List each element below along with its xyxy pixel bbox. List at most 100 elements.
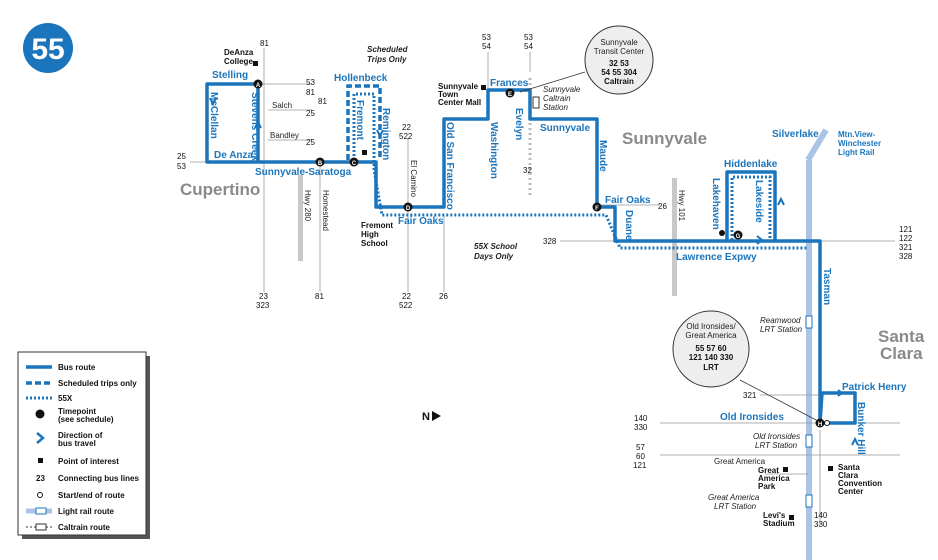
street-stevens-creek: Stevens Creek bbox=[249, 92, 260, 161]
bus-25-left: 25 bbox=[177, 152, 186, 161]
street-homestead: Homestead bbox=[321, 190, 330, 231]
legend-poi-icon bbox=[38, 458, 43, 463]
street-fair-oaks-1: Fair Oaks bbox=[398, 216, 444, 227]
street-fair-oaks-2: Fair Oaks bbox=[605, 195, 651, 206]
street-evelyn: Evelyn bbox=[513, 108, 524, 140]
timepoints: A B C D E F G H bbox=[253, 79, 825, 428]
bus-32: 32 bbox=[523, 166, 532, 175]
poi-caltrain-1: Sunnyvale bbox=[543, 85, 581, 94]
timepoint-a: A bbox=[256, 83, 261, 89]
poi-markers bbox=[253, 61, 833, 520]
bus-121: 121 bbox=[899, 225, 913, 234]
tc-oi-title-1: Old Ironsides/ bbox=[686, 322, 736, 331]
connecting-lines: 81 53 81 81 25 25 25 53 22 522 53 54 53 … bbox=[177, 33, 913, 529]
street-bandley: Bandley bbox=[270, 131, 299, 140]
tc-oi-title-2: Great America bbox=[685, 331, 737, 340]
bus-23: 23 bbox=[259, 292, 268, 301]
street-patrick-henry: Patrick Henry bbox=[842, 382, 907, 393]
light-rail-branch bbox=[805, 128, 829, 162]
bus-140-oi: 140 bbox=[634, 414, 648, 423]
poi-caltrain-2: Caltrain bbox=[543, 94, 571, 103]
street-lawrence-expwy: Lawrence Expwy bbox=[676, 252, 757, 263]
street-sunnyvale-saratoga: Sunnyvale-Saratoga bbox=[255, 167, 352, 178]
legend-light-rail: Light rail route bbox=[58, 507, 115, 516]
bus-321: 321 bbox=[899, 243, 913, 252]
bus-122: 122 bbox=[899, 234, 913, 243]
hwy-280 bbox=[298, 175, 303, 261]
poi-fremont-1: Fremont bbox=[361, 221, 393, 230]
route-badge bbox=[23, 23, 73, 73]
lrt-station-old-ironsides bbox=[805, 434, 813, 448]
tc-sunnyvale-row3: Caltrain bbox=[604, 77, 634, 86]
street-frances: Frances bbox=[490, 78, 529, 89]
street-mcclellan: McClellan bbox=[208, 92, 219, 139]
timepoint-b: B bbox=[318, 161, 323, 167]
bus-25-a: 25 bbox=[306, 109, 315, 118]
poi-caltrain-3: Station bbox=[543, 103, 568, 112]
timepoint-g: G bbox=[736, 234, 741, 240]
timepoint-c: C bbox=[352, 161, 357, 167]
tc-sunnyvale-row2: 54 55 304 bbox=[601, 68, 637, 77]
bus-26: 26 bbox=[658, 202, 667, 211]
bus-330-oi: 330 bbox=[634, 423, 648, 432]
legend-timepoint-1: Timepoint bbox=[58, 407, 96, 416]
bus-522-top: 522 bbox=[399, 132, 413, 141]
legend-direction-2: bus travel bbox=[58, 439, 96, 448]
direction-arrow bbox=[851, 436, 859, 446]
direction-arrow bbox=[254, 119, 262, 129]
bus-53-a: 53 bbox=[306, 78, 315, 87]
poi-marker bbox=[362, 150, 367, 155]
bus-328-right: 328 bbox=[899, 252, 913, 261]
route-number: 55 bbox=[31, 33, 64, 66]
lrt-station-great-america bbox=[805, 494, 813, 508]
bus-53-f1: 53 bbox=[482, 33, 491, 42]
bus-60: 60 bbox=[636, 452, 645, 461]
tc-sunnyvale-title-1: Sunnyvale bbox=[600, 38, 638, 47]
bus-25-b: 25 bbox=[306, 138, 315, 147]
bus-22-top: 22 bbox=[402, 123, 411, 132]
legend-poi: Point of interest bbox=[58, 457, 119, 466]
lrt-stations bbox=[805, 315, 813, 508]
street-lakehaven: Lakehaven bbox=[710, 178, 721, 230]
poi-ga-lrt-2: LRT Station bbox=[714, 502, 757, 511]
note-55x-2: Days Only bbox=[474, 252, 514, 261]
legend-55x: 55X bbox=[58, 394, 73, 403]
street-tasman: Tasman bbox=[821, 268, 832, 305]
legend-timepoint-2: (see schedule) bbox=[58, 415, 114, 424]
legend-conn: Connecting bus lines bbox=[58, 474, 139, 483]
city-cupertino: Cupertino bbox=[180, 180, 260, 199]
city-sunnyvale: Sunnyvale bbox=[622, 129, 707, 148]
poi-sc-cc-2: Clara bbox=[838, 471, 859, 480]
legend-caltrain: Caltrain route bbox=[58, 523, 111, 532]
legend-start-end-icon bbox=[37, 492, 43, 498]
poi-ga-lrt-1: Great America bbox=[708, 493, 760, 502]
direction-arrow bbox=[376, 129, 384, 139]
street-salch: Salch bbox=[272, 101, 292, 110]
poi-mtview-2: Winchester bbox=[838, 139, 881, 148]
poi-fremont-2: High bbox=[361, 230, 379, 239]
timepoint-h: H bbox=[818, 422, 822, 428]
city-santa-clara-2: Clara bbox=[880, 344, 923, 363]
minor-streets bbox=[190, 48, 900, 525]
bus-57: 57 bbox=[636, 443, 645, 452]
north-arrow: N bbox=[422, 411, 441, 423]
bus-328: 328 bbox=[543, 237, 557, 246]
poi-mall-3: Center Mall bbox=[438, 98, 481, 107]
street-remington: Remington bbox=[380, 108, 391, 160]
bus-522-bot: 522 bbox=[399, 301, 413, 310]
poi-sc-cc-4: Center bbox=[838, 487, 863, 496]
poi-mall-1: Sunnyvale bbox=[438, 82, 479, 91]
sunnyvale-transit-center: Sunnyvale Transit Center 32 53 54 55 304… bbox=[519, 25, 654, 95]
poi-mtview-3: Light Rail bbox=[838, 148, 874, 157]
street-stelling: Stelling bbox=[212, 70, 248, 81]
street-hollenbeck: Hollenbeck bbox=[334, 73, 388, 84]
bus-323: 323 bbox=[256, 301, 270, 310]
legend-caltrain-station-icon bbox=[35, 523, 47, 531]
bus-330-bot: 330 bbox=[814, 520, 828, 529]
poi-reamwood-1: Reamwood bbox=[760, 316, 801, 325]
street-washington: Washington bbox=[488, 122, 499, 179]
tc-sunnyvale-title-2: Transit Center bbox=[594, 47, 645, 56]
poi-marker bbox=[253, 61, 258, 66]
poi-levis-1: Levi's bbox=[763, 511, 786, 520]
